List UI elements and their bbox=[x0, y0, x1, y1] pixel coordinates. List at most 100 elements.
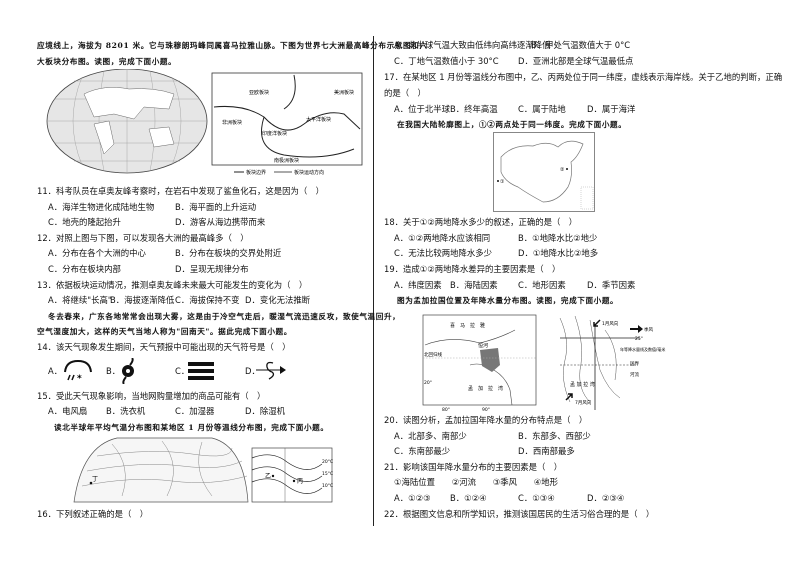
q14-option-a[interactable]: A． bbox=[48, 366, 63, 376]
point-1-label: ① bbox=[500, 179, 505, 185]
typhoon-icon bbox=[122, 358, 134, 384]
q21-option-c[interactable]: C．①③④ bbox=[518, 493, 555, 503]
q15-option-d[interactable]: D．除湿机 bbox=[245, 406, 285, 416]
q13-option-b[interactable]: B．海拔逐渐降低 bbox=[110, 295, 175, 305]
plates-map: 亚欧板块 非洲板块 印度洋板块 太平洋板块 美洲板块 南极洲板块 板块边界 板块… bbox=[211, 72, 363, 176]
q21-items: ①海陆位置 ②河流 ③季风 ④地形 bbox=[394, 477, 559, 487]
monsoon-legend-icon bbox=[630, 325, 643, 333]
q11-option-d[interactable]: D．游客从海边携带而来 bbox=[175, 217, 266, 227]
q16-option-c[interactable]: C．丁地气温数值小于 30°C bbox=[394, 56, 499, 66]
bangladesh-maps-figure: 喜 马 拉 雅 恒河 北回归线 20° 孟 加 拉 湾 80° 90° 1月风向… bbox=[422, 314, 665, 413]
q22-stem: 22．根据图文信息和所学知识，推测该国居民的生活习俗合理的是（ ） bbox=[384, 509, 655, 519]
svg-text:*: * bbox=[77, 374, 82, 382]
q16-option-b[interactable]: B．甲处气温数值大于 0°C bbox=[531, 40, 631, 50]
jan-wind-label: 1月风向 bbox=[602, 320, 619, 327]
q15-option-b[interactable]: B．洗衣机 bbox=[106, 406, 146, 416]
q12-stem: 12．对照上图与下图，可以发现各大洲的最高峰多（ ） bbox=[37, 233, 249, 243]
plate-label-indian: 印度洋板块 bbox=[262, 130, 287, 137]
jul-wind-label: 7月风向 bbox=[575, 399, 592, 406]
tropic-label: 北回归线 bbox=[424, 351, 442, 358]
q12-option-a[interactable]: A．分布在各个大洲的中心 bbox=[48, 248, 146, 258]
legend-monsoon: 季风 bbox=[644, 326, 653, 333]
q20-option-c[interactable]: C．东南部最少 bbox=[394, 446, 451, 456]
q18-option-a[interactable]: A．①②两地降水应该相同 bbox=[394, 233, 491, 243]
q11-option-b[interactable]: B．海平面的上升运动 bbox=[175, 202, 257, 212]
q13-option-d[interactable]: D．变化无法推断 bbox=[245, 295, 311, 305]
q17-stem: 17．在某地区 1 月份等温线分布图中，乙、丙两处位于同一纬度，虚线表示海岸线。… bbox=[384, 72, 783, 82]
legend-river: 河流 bbox=[630, 371, 639, 378]
q14-stem: 14．该天气现象发生期间，天气预报中可能出现的天气符号是（ ） bbox=[37, 342, 291, 352]
q21-option-a[interactable]: A．①②③ bbox=[394, 493, 431, 503]
mountain-label: 喜 马 拉 雅 bbox=[450, 322, 485, 329]
q18-option-d[interactable]: D．①地降水比②地多 bbox=[518, 248, 599, 258]
q18-stem: 18．关于①②两地降水多少的叙述，正确的是（ ） bbox=[384, 217, 578, 227]
legend-plate-motion: 板块运动方向 bbox=[294, 169, 324, 176]
intro-line-2: 大板块分布图。读图，完成下面小题。 bbox=[37, 57, 177, 66]
isotherm-10: 10°C bbox=[322, 483, 333, 489]
q14-option-d[interactable]: D． bbox=[245, 366, 260, 376]
q13-option-c[interactable]: C．海拔保持不变 bbox=[175, 295, 240, 305]
q18-option-c[interactable]: C．无法比较两地降水多少 bbox=[394, 248, 492, 258]
lat-25-label: 25° bbox=[635, 336, 643, 342]
q21-option-d[interactable]: D．②③④ bbox=[587, 493, 625, 503]
q19-stem: 19．造成①②两地降水差异的主要因素是（ ） bbox=[384, 264, 561, 274]
passage-3: 读北半球年平均气温分布图和某地区 1 月份等温线分布图，完成下面小题。 bbox=[54, 423, 329, 432]
q19-option-c[interactable]: C．地形因素 bbox=[518, 280, 566, 290]
q14-option-c[interactable]: C． bbox=[175, 366, 190, 376]
plate-label-antarctic: 南极洲板块 bbox=[274, 157, 299, 164]
rain-snow-cloud-icon: * bbox=[64, 359, 92, 382]
q13-option-a[interactable]: A．将继续"长高" bbox=[48, 295, 112, 305]
northern-hemisphere-temperature-map: 丁 bbox=[73, 437, 249, 503]
q15-option-c[interactable]: C．加湿器 bbox=[175, 406, 215, 416]
plate-label-pacific: 太平洋板块 bbox=[306, 116, 331, 123]
passage-2-line-2: 空气湿度加大，这样的天气当地人称为"回南天"。据此完成下面小题。 bbox=[37, 327, 292, 336]
isotherm-inset-map: 20°C 15°C 10°C 乙 丙 bbox=[251, 447, 333, 503]
q11-stem: 11．科考队员在卓奥友峰考察时，在岩石中发现了鲨鱼化石，这是因为（ ） bbox=[37, 186, 325, 196]
q11-option-a[interactable]: A．海洋生物进化成陆地生物 bbox=[48, 202, 155, 212]
isotherm-20: 20°C bbox=[322, 459, 333, 465]
q17-option-b[interactable]: B．终年高温 bbox=[450, 104, 498, 114]
q12-option-c[interactable]: C．分布在板块内部 bbox=[48, 264, 121, 274]
q21-stem: 21．影响该国年降水量分布的主要因素是（ ） bbox=[384, 462, 563, 472]
column-divider bbox=[373, 36, 374, 526]
q15-option-a[interactable]: A．电风扇 bbox=[48, 406, 88, 416]
q19-option-d[interactable]: D．季节因素 bbox=[587, 280, 636, 290]
bay-label: 孟 加 拉 湾 bbox=[468, 385, 503, 392]
q17-option-c[interactable]: C．属于陆地 bbox=[518, 104, 566, 114]
china-outline-map: ① ② bbox=[493, 132, 595, 212]
q16-stem: 16．下列叙述正确的是（ ） bbox=[37, 509, 149, 519]
lat-20-label: 20° bbox=[424, 380, 432, 386]
isotherm-15: 15°C bbox=[322, 471, 333, 477]
q12-option-b[interactable]: B．分布在板块的交界处附近 bbox=[175, 248, 282, 258]
lon-80-label: 80° bbox=[442, 407, 450, 413]
world-maps-figure: 亚欧板块 非洲板块 印度洋板块 太平洋板块 美洲板块 南极洲板块 板块边界 板块… bbox=[46, 69, 363, 176]
q17-option-a[interactable]: A．位于北半球 bbox=[394, 104, 450, 114]
ganges-label: 恒河 bbox=[478, 342, 488, 349]
q19-option-a[interactable]: A．纬度因素 bbox=[394, 280, 442, 290]
q17-option-d[interactable]: D．属于海洋 bbox=[587, 104, 636, 114]
temperature-maps-figure: 丁 20°C 15°C 10°C 乙 丙 bbox=[73, 437, 333, 503]
passage-2-line-1: 冬去春来，广东各地常常会出现大雾，这是由于冷空气走后，暖湿气流迅速反攻，致使气温… bbox=[48, 312, 401, 321]
legend-plate-boundary: 板块边界 bbox=[246, 169, 266, 176]
q20-option-d[interactable]: D．西南部最多 bbox=[518, 446, 575, 456]
q13-stem: 13．依据板块运动情况，推测卓奥友峰未来最大可能发生的变化为（ ） bbox=[37, 280, 308, 290]
q21-option-b[interactable]: B．①②④ bbox=[450, 493, 487, 503]
q18-option-b[interactable]: B．①地降水比②地少 bbox=[518, 233, 598, 243]
q20-option-b[interactable]: B．东部多、西部少 bbox=[518, 431, 591, 441]
q11-option-c[interactable]: C．地壳的隆起抬升 bbox=[48, 217, 121, 227]
q19-option-b[interactable]: B．海陆因素 bbox=[450, 280, 498, 290]
sandstorm-icon bbox=[256, 361, 286, 380]
q12-option-d[interactable]: D．呈现无规律分布 bbox=[175, 264, 249, 274]
q14-option-b[interactable]: B． bbox=[106, 366, 121, 376]
point-yi-label: 乙 bbox=[265, 473, 271, 480]
q20-stem: 20．读图分析，孟加拉国年降水量的分布特点是（ ） bbox=[384, 415, 588, 425]
legend-isohyet: 年等降水量线及数值/毫米 bbox=[620, 346, 665, 352]
q16-option-a[interactable]: A．北半球气温大致由低纬向高纬逐渐降低 bbox=[394, 40, 551, 50]
q17-stem-2: 的是（ ） bbox=[384, 88, 426, 98]
plate-label-african: 非洲板块 bbox=[222, 119, 242, 126]
q16-option-d[interactable]: D．亚洲北部是全球气温最低点 bbox=[518, 56, 634, 66]
point-2-label: ② bbox=[560, 167, 565, 173]
q20-option-a[interactable]: A．北部多、南部少 bbox=[394, 431, 467, 441]
passage-4: 在我国大陆轮廓图上，①②两点处于同一纬度。完成下面小题。 bbox=[397, 120, 627, 129]
lon-90-label: 90° bbox=[482, 407, 490, 413]
